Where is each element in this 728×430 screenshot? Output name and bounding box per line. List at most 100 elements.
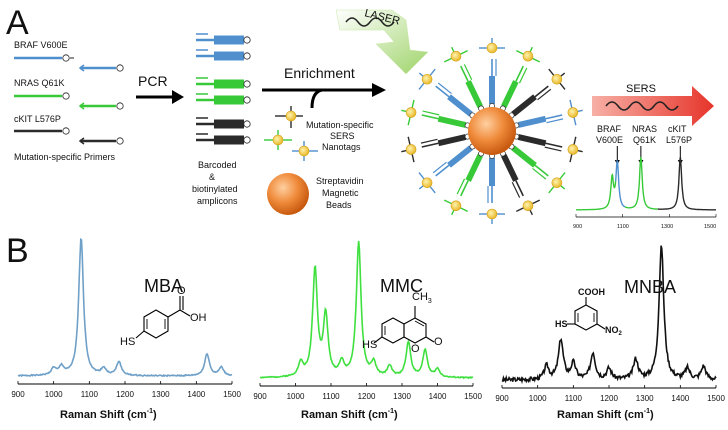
mnba-x-axis-label: Raman Shift (cm-1) [557, 408, 654, 421]
nanotag-core [522, 50, 534, 62]
mba-tick-label: 1200 [116, 390, 134, 399]
amplicons-group [196, 33, 251, 145]
primer-label-braf: BRAF V600E [14, 40, 68, 50]
spoke-strand [544, 146, 562, 152]
nanotag-core [285, 110, 297, 122]
beads-caption-1: Streptavidin [316, 176, 364, 186]
nanotags-caption-1: Mutation-specific [306, 120, 374, 130]
nanotag-core [421, 177, 433, 189]
mba-title: MBA [144, 276, 183, 296]
spoke-strand [463, 64, 473, 80]
mnba-tick-label: 1200 [600, 394, 618, 403]
spoke-amplicon [517, 134, 547, 147]
inset-tick-1500: 1500 [704, 224, 716, 230]
beads-caption-2: Magnetic [322, 188, 359, 198]
inset-peak-label-braf-2: V600E [596, 135, 623, 145]
assembly-nanotag [515, 199, 541, 216]
primer-label-ckit: cKIT L576P [14, 114, 61, 124]
sers-label: SERS [626, 83, 656, 95]
laser-arrow: LASER [335, 7, 429, 75]
mba-tick-label: 1100 [81, 390, 99, 399]
mba-oh-label: OH [190, 312, 207, 324]
assembly-nanotag [515, 46, 541, 63]
primer-label-nras: NRAS Q61K [14, 78, 65, 88]
inset-spectrum-segment [624, 156, 658, 210]
assembly-nanotag [479, 38, 505, 54]
inset-spectrum-segment [576, 172, 617, 211]
free-nanotag [275, 106, 303, 128]
spoke-strand [456, 178, 466, 195]
nanotags-caption-2: SERS [330, 131, 355, 141]
mmc-tick-label: 1200 [358, 392, 376, 401]
spoke-amplicon [501, 154, 519, 182]
mmc-tick-label: 1500 [464, 392, 482, 401]
spoke-amplicon [465, 154, 483, 182]
spoke-amplicon [437, 134, 467, 147]
spoke-strand [432, 161, 447, 174]
mba-structure: OH O HS [120, 285, 207, 348]
mnba-title: MNBA [624, 277, 676, 297]
mnba-spectrum-line [501, 245, 717, 385]
spoke-amplicon [465, 80, 483, 108]
spoke-amplicon [501, 80, 519, 108]
laser-wave [345, 17, 395, 27]
mba-tick-label: 1000 [45, 390, 63, 399]
free-nanotag [264, 130, 292, 150]
spoke-strand [511, 182, 521, 198]
mmc-tick-label: 1100 [322, 392, 340, 401]
mnba-structure: COOH NO2 HS [555, 287, 623, 337]
panel-a-label: A [6, 4, 29, 42]
mnba-hs-label: HS [555, 319, 568, 329]
mba-tick-label: 1400 [187, 390, 205, 399]
mmc-ring-o-label: O [411, 343, 420, 355]
nanotag-core [272, 134, 284, 146]
amplicons-caption-2: & [209, 172, 215, 182]
sers-wave [605, 101, 679, 111]
assembly-nanotag [418, 68, 436, 90]
primer-pair-nras [14, 92, 124, 110]
spoke-strand [545, 114, 563, 120]
panel-b-label: B [6, 232, 29, 270]
assembly-nanotag [443, 199, 469, 216]
amplicon-bar [214, 35, 244, 45]
spoke-strand [421, 142, 439, 148]
mnba-tick-label: 900 [495, 394, 509, 403]
spoke-amplicon [511, 94, 537, 117]
spoke-strand [422, 110, 440, 116]
sers-inset-spectrum: BRAF V600E NRAS Q61K cKIT L576P 900 1100… [573, 124, 717, 230]
inset-plot [575, 156, 717, 217]
primer-pair-ckit [14, 127, 124, 145]
mmc-tick-label: 1400 [429, 392, 447, 401]
nanotag-core [450, 200, 462, 212]
nanotag-core [551, 73, 563, 85]
assembly-nanotag [548, 172, 566, 194]
mmc-ch3-label: CH3 [412, 291, 432, 305]
spoke-amplicon [437, 115, 467, 128]
free-nanotag [292, 141, 318, 161]
spoke-strand [518, 67, 528, 84]
raman-spectra [17, 237, 717, 389]
enrichment-arrow: Enrichment [262, 65, 386, 109]
primers-caption: Mutation-specific Primers [14, 152, 116, 162]
central-magnetic-bead [468, 107, 516, 155]
inset-peak-label-ckit-1: cKIT [668, 124, 687, 134]
spoke-strand [546, 118, 564, 124]
inset-tick-1100: 1100 [617, 224, 629, 230]
mnba-tick-label: 1100 [565, 394, 583, 403]
mba-tick-label: 900 [11, 390, 25, 399]
inset-peak-label-nras-2: Q61K [633, 135, 656, 145]
mmc-x-axis-label: Raman Shift (cm-1) [301, 408, 398, 421]
mmc-tick-label: 1300 [393, 392, 411, 401]
primer-pair-braf [14, 54, 124, 72]
pcr-label: PCR [138, 73, 168, 89]
inset-peak-label-nras-1: NRAS [632, 124, 657, 134]
inset-spectrum-segment [657, 157, 716, 211]
assembly-nanotag [401, 99, 417, 126]
amplicon-biotin [243, 80, 251, 88]
spoke-amplicon [511, 145, 537, 168]
bead-assembly [401, 38, 583, 224]
streptavidin-bead [267, 173, 309, 215]
nanotag-core [421, 73, 433, 85]
